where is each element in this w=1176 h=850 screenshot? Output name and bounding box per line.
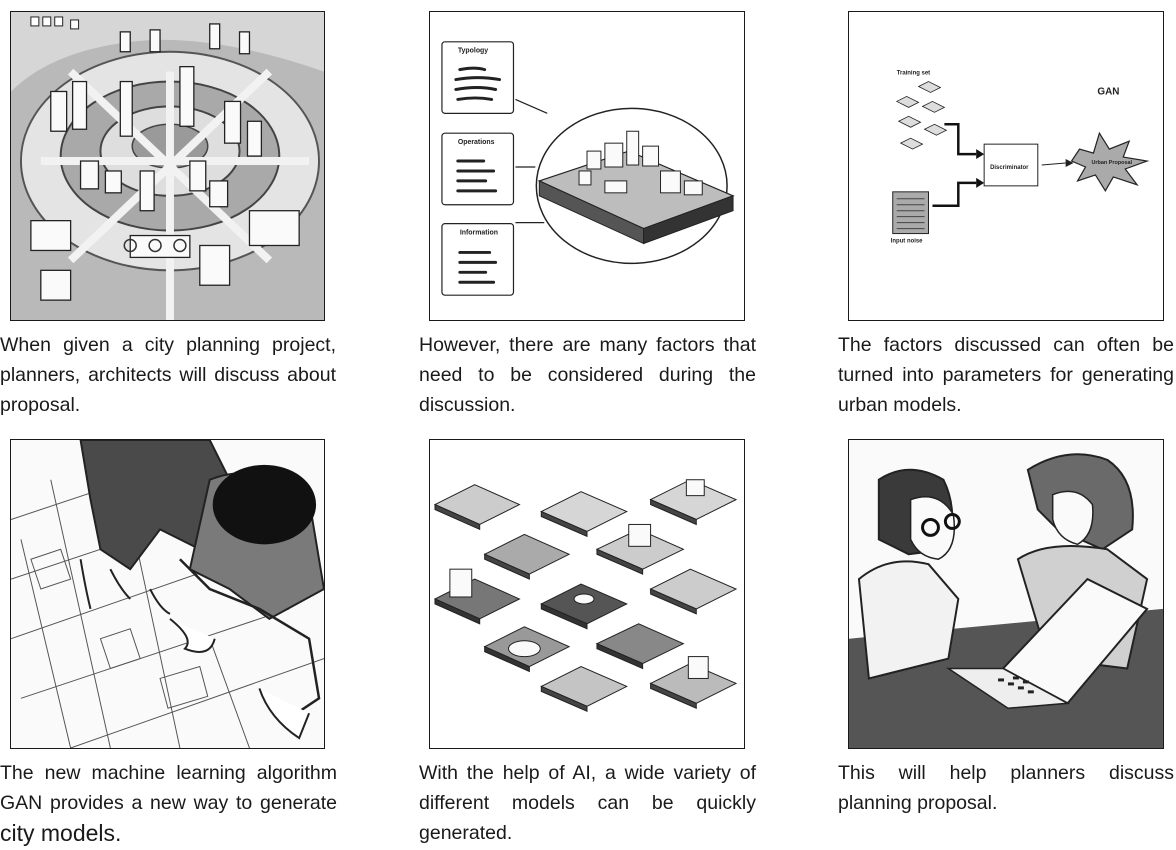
gan-diagram: Training set GAN Input noise Discriminat… [891,71,1150,245]
panel-6-caption: This will help planners discuss planning… [838,762,1174,814]
discriminator-label: Discriminator [990,165,1029,171]
panel-4-caption-end: city models. [0,820,122,846]
urban-proposal-burst [1070,131,1150,193]
information-label: Information [460,230,498,237]
hands-sketch-illustration [11,440,324,748]
information-card [441,223,515,296]
panel-gan-diagram: Training set GAN Input noise Discriminat… [848,11,1164,321]
panel-5-caption: With the help of AI, a wide variety of d… [419,762,756,844]
panel-factors-diagram: Typology Operations Information [429,11,745,321]
panel-2-caption: However, there are many factors that nee… [419,334,756,416]
panel-1-caption: When given a city planning project, plan… [0,334,336,416]
panel-4-caption: The new machine learning algorithm GAN p… [0,758,337,850]
panel-hands-sketch [10,439,325,749]
training-set-label: Training set [897,71,930,77]
typology-label: Typology [458,48,488,55]
factors-diagram: Typology Operations Information [441,41,735,296]
generated-models-illustration [433,479,738,712]
planners-laptop-illustration [849,440,1163,748]
panel-generated-models [429,439,745,749]
panel-4-caption-main: The new machine learning algorithm GAN p… [0,762,337,814]
panel-planners-laptop [848,439,1164,749]
operations-label: Operations [458,139,495,146]
city-sketch-illustration [11,12,324,320]
input-noise-box [892,191,929,235]
urban-proposal-label: Urban Proposal [1091,160,1132,166]
input-noise-label: Input noise [891,239,923,245]
panel-3-caption: The factors discussed can often be turne… [838,334,1174,416]
panel-city-sketch [10,11,325,321]
operations-card [441,132,515,206]
gan-label: GAN [1097,86,1119,97]
discriminator-box [983,143,1039,187]
